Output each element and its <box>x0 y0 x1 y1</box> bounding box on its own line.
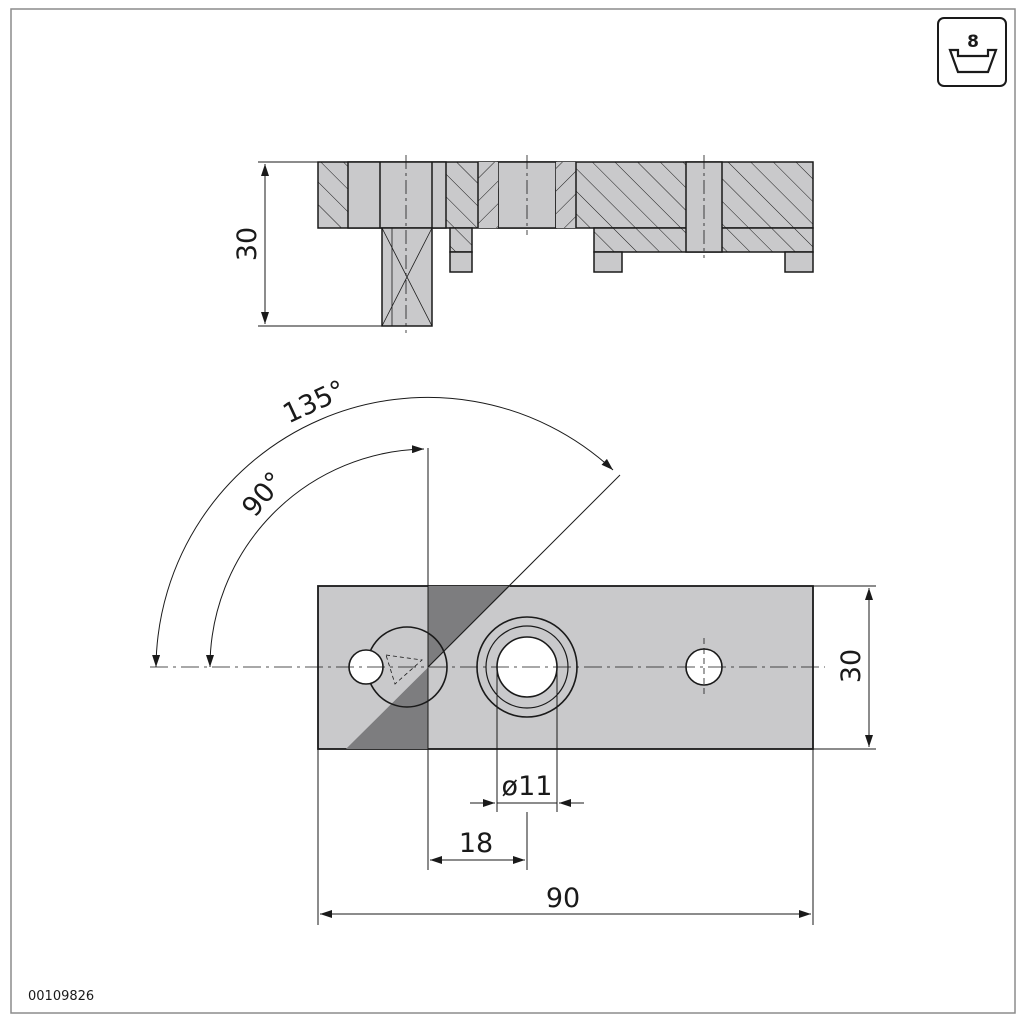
side-foot <box>449 251 473 273</box>
length-label: 90 <box>546 883 580 914</box>
diameter-dimension <box>470 667 584 812</box>
offset-label: 18 <box>459 828 493 859</box>
drawing-code: 00109826 <box>28 989 94 1004</box>
plan-height-dimension <box>813 585 876 750</box>
diameter-label: ø11 <box>502 771 553 802</box>
angle-small-label: 90° <box>236 466 291 523</box>
side-section-view <box>317 155 814 333</box>
drawing-border <box>10 8 1016 1014</box>
badge-number: 8 <box>967 32 979 52</box>
plan-view <box>150 585 825 750</box>
side-height-label: 30 <box>232 227 263 261</box>
pin-bore <box>347 161 447 229</box>
offset-dimension <box>430 812 528 870</box>
technical-drawing: 8 <box>10 8 1016 1014</box>
length-dimension <box>317 749 814 925</box>
side-foot <box>784 251 814 273</box>
angle-dimensions <box>152 396 621 870</box>
plan-height-label: 30 <box>836 649 867 683</box>
side-foot <box>593 251 623 273</box>
side-lower-left <box>449 227 473 253</box>
side-height-dimension <box>258 161 382 327</box>
slot-profile-icon: 8 <box>937 17 1007 87</box>
